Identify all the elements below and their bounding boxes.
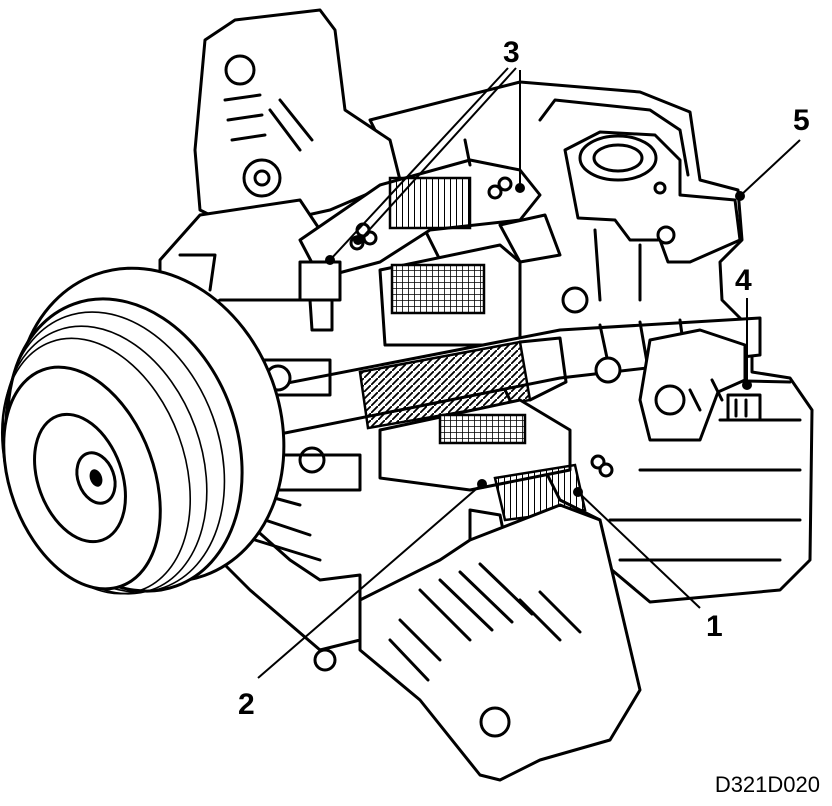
figure-reference-code: D321D020 xyxy=(714,772,820,797)
rectifier-slip-rings xyxy=(638,328,762,442)
lower-bracket xyxy=(313,503,642,782)
callout-1: 1 xyxy=(706,610,723,643)
leader-line-3a xyxy=(329,67,509,261)
rotor-claw-pole-lower xyxy=(378,398,572,492)
callout-3: 3 xyxy=(503,36,520,69)
rotor-claw-pole-upper xyxy=(298,213,562,347)
leader-lines xyxy=(257,67,801,679)
callout-5: 5 xyxy=(793,104,810,137)
voltage-regulator xyxy=(563,130,742,302)
callout-2: 2 xyxy=(238,688,255,721)
callout-4: 4 xyxy=(735,264,752,297)
leader-line-5 xyxy=(739,139,801,197)
upper-mounting-lug xyxy=(193,8,402,232)
drive-pulley xyxy=(0,266,286,595)
leader-line-1 xyxy=(577,491,701,609)
leader-line-3b xyxy=(359,67,517,241)
leader-line-2 xyxy=(257,483,483,679)
